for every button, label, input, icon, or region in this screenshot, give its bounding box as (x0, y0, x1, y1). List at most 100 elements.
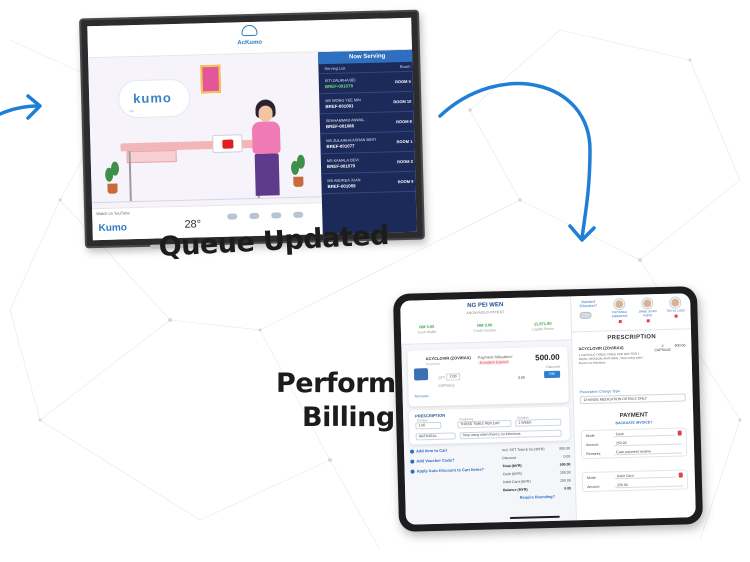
total-value: 250.00 (560, 478, 571, 483)
mode-select[interactable]: Debit Card (614, 472, 676, 480)
cloud-icon (227, 213, 238, 220)
cloud-logo-icon (241, 24, 258, 37)
watch-on-youtube: Watch on YouTube (96, 210, 130, 217)
rx-qty: 2 CAPSULE (654, 344, 670, 352)
stat-label: Loyalty Points (531, 326, 554, 332)
tablet-device: NG PEI WEN ANONYMOUS PATIENT RM 0.00 Cas… (392, 286, 704, 532)
plant-icon (296, 154, 306, 169)
qty-label: QTY (438, 375, 446, 380)
payment-amount-row: Amount: 250.00 (583, 479, 687, 491)
serving-patient-name: SITI ZALIKHA BEI (324, 77, 356, 83)
remarks-input[interactable]: Cash payment receive (614, 448, 683, 456)
perform-billing-heading: Billing (302, 402, 395, 433)
total-row: Debit Card (MYR)250.00 (503, 478, 571, 484)
apply-discount-link[interactable]: Apply Auto Discount to Cart Items? (410, 466, 501, 474)
person-illustration (258, 105, 273, 122)
require-rounding-link[interactable]: Require Rounding? (519, 494, 555, 500)
patient-stat: RM 0.00 Cash Wallet (407, 324, 447, 335)
note-input[interactable]: Stop using when there's no infections (459, 429, 562, 440)
remove-icon[interactable] (674, 314, 678, 318)
arrow-curved-icon (438, 81, 592, 240)
doctor-name: PRIYANKA AMBARANI (611, 309, 628, 319)
person-illustration (254, 153, 280, 196)
total-label: Cash (MYR) (502, 471, 523, 477)
doctor-item[interactable]: JAMIE SUAN KONG (635, 298, 660, 323)
doctor-item[interactable]: TEH M. LOOI (663, 297, 688, 318)
trash-icon[interactable] (677, 430, 682, 436)
serving-room: ROOM 8 (396, 118, 412, 125)
tv-display: AcKumo aci kumo (79, 9, 425, 249)
education-toggle[interactable] (579, 311, 592, 320)
doctor-name: TEH M. LOOI (666, 308, 685, 313)
remove-icon[interactable] (618, 320, 622, 324)
trash-icon[interactable] (678, 472, 683, 478)
serving-room: ROOM 5 (394, 78, 411, 85)
serving-queue-code: BREF-001077 (326, 142, 355, 149)
patient-header: NG PEI WEN ANONYMOUS PATIENT RM 0.00 Cas… (400, 296, 572, 345)
total-value: 250.00 (559, 470, 571, 475)
youtube-play-icon[interactable] (222, 139, 234, 149)
add-item-link[interactable]: Add Item to Cart (410, 446, 500, 453)
qty-input[interactable]: 2.00 (446, 373, 461, 381)
amount-input[interactable]: 250.00 (614, 481, 684, 489)
payment-card: Mode: Cash Amount: 250.00 Remarks: Cash … (580, 427, 688, 460)
doctor-row: Standard Education? PRIYANKA AMBARANI JA… (571, 293, 692, 333)
room-col: Room (399, 63, 411, 70)
wall-frame-art (200, 64, 222, 94)
rx-drug-detail: 1 CAPSULE THREE TIMES PER DAY FOR 1 WEEK… (578, 351, 643, 366)
kumo-prefix: aci (129, 109, 135, 114)
doctor-item[interactable]: PRIYANKA AMBARANI (607, 298, 632, 324)
duration-select[interactable]: 1 WEEK (515, 418, 562, 427)
remove-icon[interactable] (646, 319, 650, 323)
stat-label: Cash Wallet (417, 329, 437, 335)
dosage-input[interactable]: 1.00 (415, 421, 442, 430)
rx-change-type-select[interactable]: CHANGE MEDICATION DETAILS ONLY (579, 393, 686, 405)
discount-toggle[interactable]: RM (544, 370, 561, 379)
plant-pot (293, 176, 304, 187)
payment-remarks-row: Remarks: Cash payment receive (582, 446, 686, 458)
serving-list-col: Serving List (324, 65, 346, 72)
backdate-invoice-link[interactable]: BACKDATE INVOICE? (615, 420, 653, 426)
discount-amount: 0.00 (518, 375, 526, 380)
tv-footer-brand: Kumo (98, 222, 128, 235)
patient-stat: RM 0.00 Credit Voucher (465, 322, 505, 333)
medicine-box-icon (413, 368, 429, 381)
tv-frame: AcKumo aci kumo (79, 9, 425, 249)
add-voucher-link[interactable]: Add Voucher Code? (410, 456, 500, 463)
cart-item-card[interactable]: ACYCLOVIR (ZOVIRAX) Acyclovir Payment Al… (407, 346, 569, 407)
avatar (670, 297, 681, 308)
rx-change-type-label: Prescription Change Type (579, 389, 620, 395)
mode-select[interactable]: Cash (613, 430, 675, 438)
remarks-link[interactable]: Remarks (414, 394, 429, 399)
billing-right-panel: Standard Education? PRIYANKA AMBARANI JA… (570, 293, 696, 521)
route-input[interactable]: ANTIVIRAL (415, 432, 456, 441)
frequency-select[interactable]: THREE TIMES PER DAY (457, 419, 512, 429)
amount-input[interactable]: 250.00 (613, 439, 682, 447)
forecast-item (244, 211, 264, 222)
plant-pot (107, 183, 118, 194)
cart-actions: Add Item to Cart Add Voucher Code? Apply… (410, 446, 501, 478)
total-label: Total (MYR) (502, 463, 522, 469)
amount-label: Amount: (585, 442, 600, 447)
serving-room: ROOM 10 (393, 98, 412, 105)
youtube-card[interactable] (212, 134, 243, 154)
arrow-left-icon (0, 104, 40, 116)
education-label: Standard Education? (579, 299, 598, 309)
serving-patient-name: MS KAMALA DEVI (326, 157, 359, 163)
total-value: 0.00 (564, 486, 572, 491)
cloud-icon (249, 212, 260, 220)
plant-icon (110, 161, 120, 176)
payment-tag: Exception Expired (477, 359, 511, 365)
apply-discount-label: Apply Auto Discount to Cart Items? (416, 466, 485, 474)
plus-icon (410, 459, 415, 464)
patient-stat: 11,971.90 Loyalty Points (523, 321, 563, 332)
